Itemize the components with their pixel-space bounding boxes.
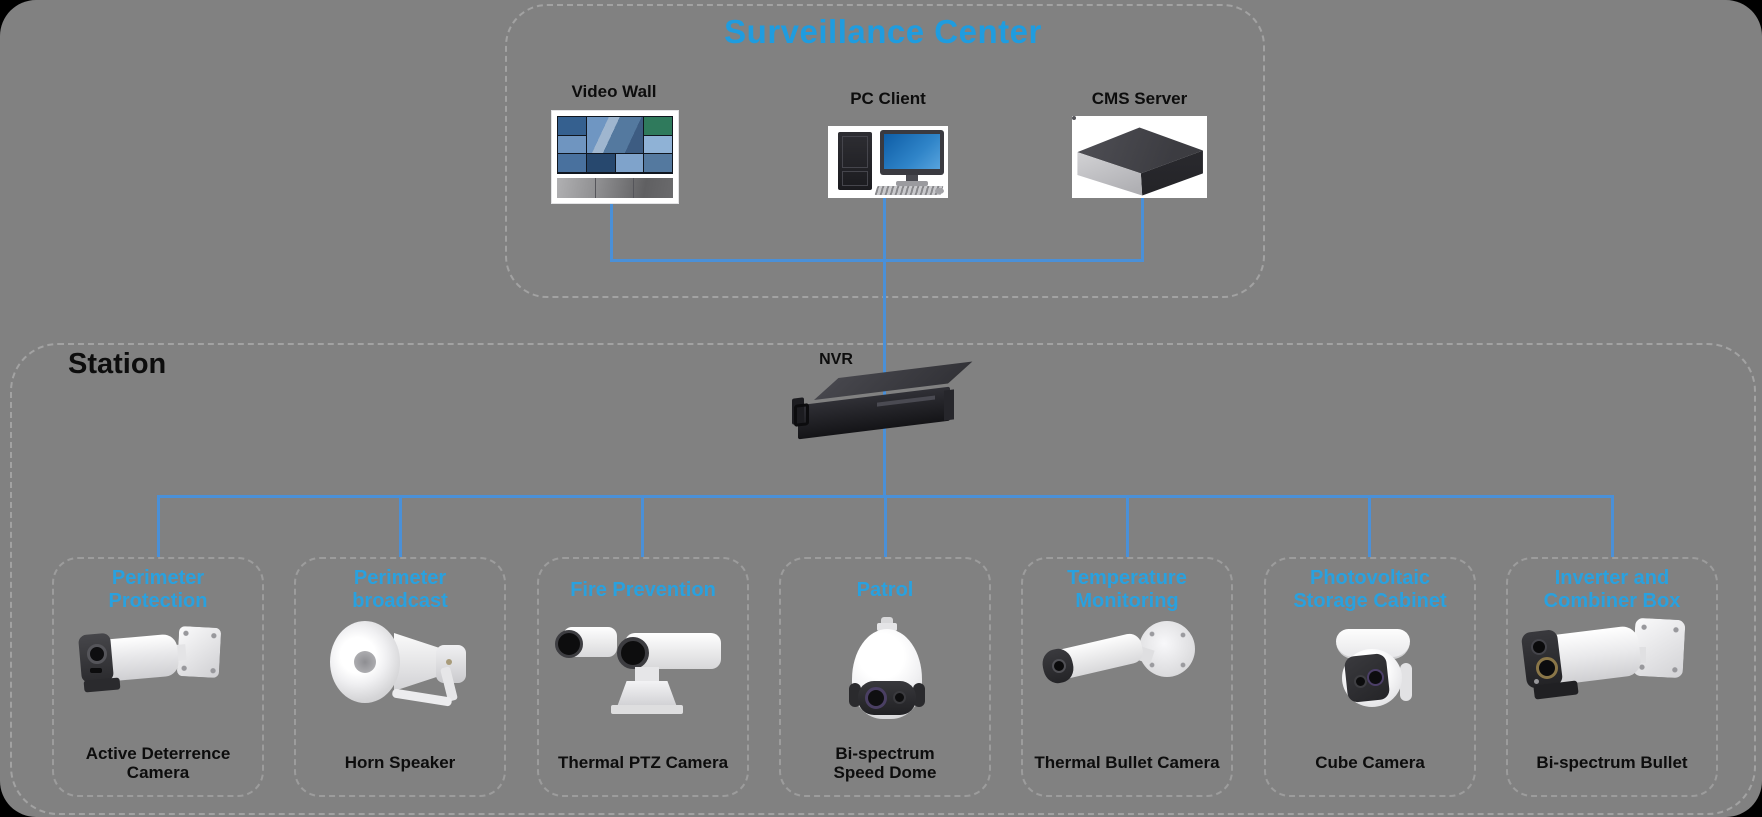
- cms-server-icon: [1072, 116, 1207, 198]
- surveillance-center-title: Surveillance Center: [724, 13, 1042, 50]
- pc-client-icon: [828, 126, 948, 198]
- thermal-bullet-camera-icon: [1023, 617, 1235, 735]
- connector-branch-4: [884, 495, 887, 557]
- video-wall-cabinet: [557, 178, 673, 198]
- camera-lens: [87, 644, 107, 664]
- dome-optical-lens: [865, 687, 887, 709]
- branch-title: Photovoltaic Storage Cabinet: [1293, 567, 1447, 612]
- camera-optical-lens: [1536, 657, 1558, 679]
- pc-keyboard: [874, 186, 944, 195]
- dome-side-housing: [913, 683, 925, 707]
- connector-video-wall: [610, 200, 613, 260]
- connector-branch-1: [157, 495, 160, 557]
- ptz-base: [617, 681, 677, 707]
- dome-thermal-lens: [893, 691, 906, 704]
- connector-cms-server: [1141, 197, 1144, 260]
- video-tile-large: [586, 117, 644, 154]
- horn-speaker-icon: [296, 617, 508, 735]
- pc-monitor-base: [896, 181, 928, 186]
- branch-title: Fire Prevention: [570, 578, 716, 601]
- device-label: Cube Camera: [1315, 753, 1425, 773]
- ptz-thermal-lens: [555, 630, 583, 658]
- connector-branch-5: [1126, 495, 1129, 557]
- video-tile: [558, 135, 586, 154]
- active-deterrence-camera-icon: [54, 617, 266, 735]
- pc-client-label: PC Client: [850, 89, 926, 108]
- video-tile: [644, 117, 672, 135]
- branch-title: Patrol: [856, 578, 914, 601]
- branch-title: Inverter and Combiner Box: [1543, 567, 1681, 612]
- connector-branch-6: [1368, 495, 1371, 557]
- device-label: Thermal PTZ Camera: [557, 753, 729, 773]
- video-wall-label: Video Wall: [571, 82, 657, 101]
- video-tile: [558, 117, 586, 135]
- branch-perimeter-protection: Perimeter Protection Active Deterrence C…: [52, 557, 264, 797]
- speed-dome-icon: [781, 617, 993, 735]
- horn-bracket: [391, 688, 453, 707]
- horn-throat: [354, 651, 376, 673]
- device-label: Bi-spectrum Bullet: [1536, 753, 1688, 773]
- branch-inverter-combiner-box: Inverter and Combiner Box Bi-spectrum Bu…: [1506, 557, 1718, 797]
- pc-tower: [838, 132, 872, 190]
- camera-speaker-slot: [90, 668, 102, 673]
- connector-branch-3: [641, 495, 644, 557]
- ptz-optical-lens: [617, 637, 649, 669]
- nvr-icon: [792, 361, 973, 440]
- connector-branch-7: [1611, 495, 1614, 557]
- camera-lens: [1354, 675, 1367, 688]
- pc-screen: [884, 134, 940, 169]
- branch-title: Temperature Monitoring: [1067, 567, 1187, 612]
- branch-patrol: Patrol Bi-spectrum Speed Dome: [779, 557, 991, 797]
- camera-led: [1534, 679, 1539, 684]
- nvr-handle: [794, 403, 809, 427]
- thermal-ptz-camera-icon: [539, 617, 751, 735]
- connector-pc-client: [883, 196, 886, 260]
- camera-lens: [1052, 659, 1066, 673]
- connector-branch-2: [399, 495, 402, 557]
- video-tile: [644, 135, 672, 154]
- horn-screw: [446, 659, 452, 665]
- camera-thermal-lens: [1531, 639, 1547, 655]
- pc-monitor-stand: [906, 175, 918, 182]
- video-tile: [586, 154, 615, 172]
- camera-bracket: [1400, 663, 1412, 701]
- branch-temperature-monitoring: Temperature Monitoring Thermal Bullet Ca…: [1021, 557, 1233, 797]
- branch-photovoltaic-storage-cabinet: Photovoltaic Storage Cabinet Cube Camera: [1264, 557, 1476, 797]
- pc-mouse: [935, 188, 944, 194]
- branch-perimeter-broadcast: Perimeter broadcast Horn Speaker: [294, 557, 506, 797]
- device-label: Thermal Bullet Camera: [1034, 753, 1220, 773]
- cms-server-label: CMS Server: [1091, 89, 1188, 108]
- bi-spectrum-bullet-icon: [1508, 617, 1720, 735]
- ptz-base-plate: [611, 705, 683, 714]
- connector-top-bus: [610, 259, 1144, 262]
- server-led: [1072, 116, 1076, 120]
- dome-stem: [877, 623, 897, 631]
- horn-cone: [394, 633, 440, 691]
- station-label: Station: [68, 348, 167, 380]
- camera-lens: [1367, 669, 1384, 686]
- camera-chin: [83, 677, 121, 693]
- video-wall-icon: [551, 110, 679, 204]
- device-label: Active Deterrence Camera: [85, 743, 231, 783]
- cube-camera-icon: [1266, 617, 1478, 735]
- device-label: Bi-spectrum Speed Dome: [833, 743, 937, 783]
- video-tile: [644, 154, 672, 172]
- branch-fire-prevention: Fire Prevention Thermal PTZ Camera: [537, 557, 749, 797]
- video-tile: [558, 154, 586, 172]
- branch-title: Perimeter Protection: [108, 567, 208, 612]
- branch-title: Perimeter broadcast: [352, 567, 448, 612]
- video-tile: [615, 154, 644, 172]
- video-wall-screens: [557, 116, 673, 174]
- device-label: Horn Speaker: [344, 753, 456, 773]
- ptz-column: [635, 667, 659, 683]
- nvr-label: NVR: [819, 351, 853, 368]
- nvr-rack-ear: [944, 389, 954, 421]
- dome-tip: [881, 617, 893, 625]
